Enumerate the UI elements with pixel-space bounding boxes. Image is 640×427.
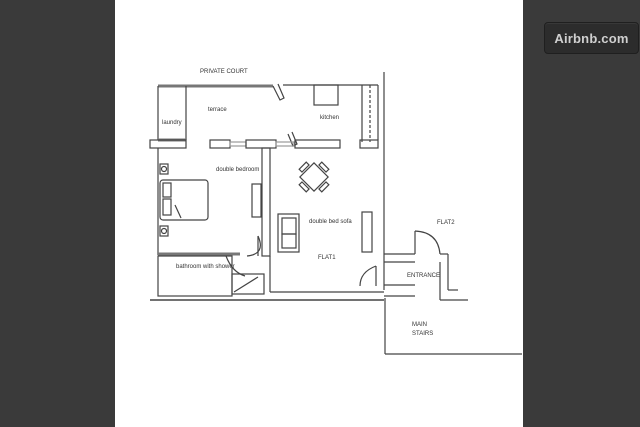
label-entrance: ENTRANCE [407,273,440,279]
label-kitchen: kitchen [320,115,339,121]
image-panel [115,0,523,427]
label-double-bedroom: double bedroom [216,167,259,173]
label-terrace: terrace [208,107,227,113]
label-flat2: FLAT2 [437,220,455,226]
label-flat1: FLAT1 [318,255,336,261]
label-bathroom: bathroom with shower [176,264,235,270]
label-main-stairs-1: MAIN [412,322,427,328]
label-main-stairs-2: STAIRS [412,331,433,337]
label-laundry: laundry [162,120,182,126]
airbnb-brand-badge[interactable]: Airbnb.com [544,22,639,54]
label-double-bed-sofa: double bed sofa [309,219,352,225]
label-private-court: PRIVATE COURT [200,69,248,75]
